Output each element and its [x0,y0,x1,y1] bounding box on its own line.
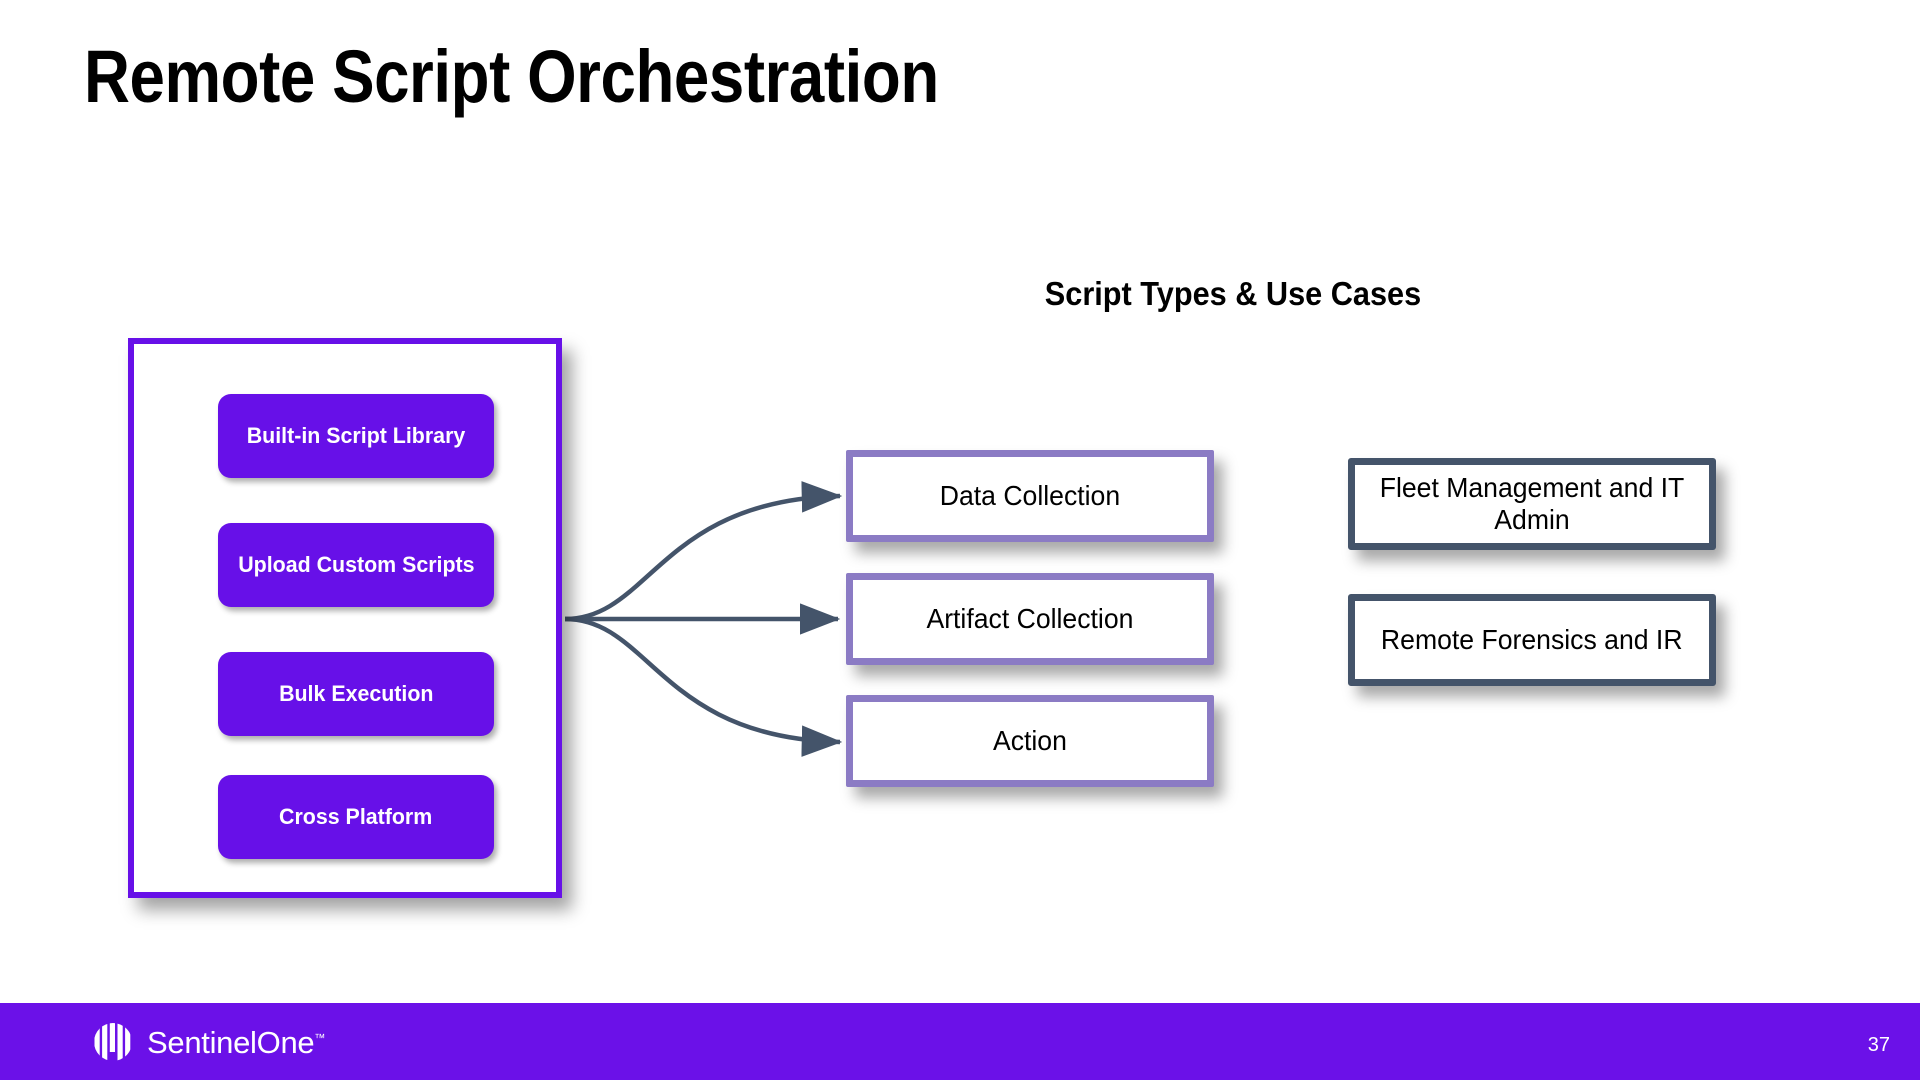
capability-label: Upload Custom Scripts [237,551,475,577]
page-title: Remote Script Orchestration [84,35,939,118]
script-type-label: Artifact Collection [926,603,1134,634]
script-type-box-action[interactable]: Action [846,695,1214,787]
sentinelone-logo-icon [94,1023,131,1061]
connector-arrow-action [564,616,843,757]
brand-name: SentinelOne™ [147,1027,325,1058]
connector-arrow-data-collection [564,481,843,622]
capability-item-bulk-execution[interactable]: Bulk Execution [218,652,494,736]
page-number: 37 [1867,1034,1890,1056]
capability-label: Built-in Script Library [246,422,466,448]
capability-label: Cross Platform [279,803,433,829]
script-type-box-data-collection[interactable]: Data Collection [846,450,1214,542]
capabilities-panel: Built-in Script Library Upload Custom Sc… [128,338,562,898]
use-case-box-fleet-management[interactable]: Fleet Management and IT Admin [1348,458,1716,550]
trademark-symbol: ™ [314,1032,326,1045]
brand-logo: SentinelOne™ [93,1022,325,1062]
footer-bar [0,1003,1920,1080]
use-case-label: Fleet Management and IT Admin [1379,472,1685,535]
use-case-label: Remote Forensics and IR [1381,624,1683,656]
script-type-label: Action [993,725,1067,756]
brand-name-text: SentinelOne [147,1024,315,1060]
script-type-label: Data Collection [939,480,1121,511]
capability-item-built-in-script-library[interactable]: Built-in Script Library [218,394,494,478]
script-type-box-artifact-collection[interactable]: Artifact Collection [846,573,1214,665]
use-case-box-remote-forensics[interactable]: Remote Forensics and IR [1348,594,1716,686]
section-heading: Script Types & Use Cases [1044,275,1422,312]
capability-label: Bulk Execution [278,680,434,706]
capability-item-upload-custom-scripts[interactable]: Upload Custom Scripts [218,523,494,607]
capability-item-cross-platform[interactable]: Cross Platform [218,775,494,859]
